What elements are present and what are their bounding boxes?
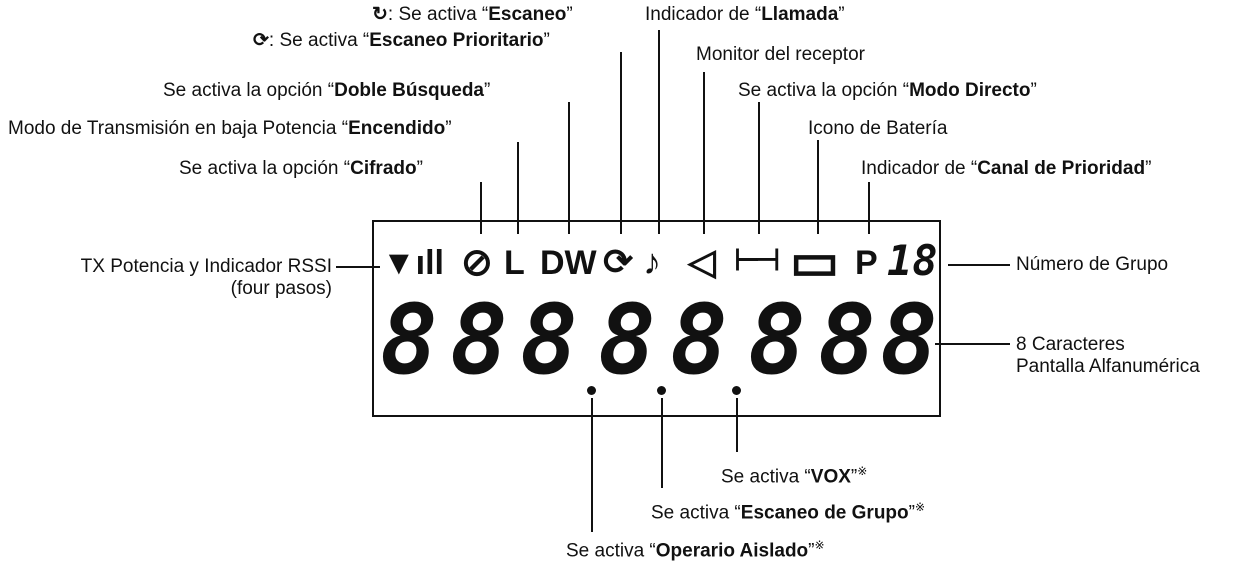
lone-worker-dot <box>587 386 596 395</box>
label-group-number: Número de Grupo <box>1016 254 1169 275</box>
label-call: Indicador de “Llamada” <box>645 4 845 25</box>
label-lone-worker: Se activa “Operario Aislado”※ <box>566 538 825 562</box>
label-direct-mode: Se activa la opción “Modo Directo” <box>738 80 1037 101</box>
label-low-power: Modo de Transmisión en baja Potencia “En… <box>8 118 452 139</box>
segment-char: 8 <box>818 284 876 396</box>
segment-char: 8 <box>670 284 728 396</box>
vox-dot <box>732 386 741 395</box>
scan-icon: ↻ <box>372 4 388 25</box>
label-vox: Se activa “VOX”※ <box>721 464 868 488</box>
label-scan: ↻: Se activa “Escaneo” <box>372 4 573 25</box>
lcd-display <box>372 220 941 417</box>
group-number-digits: 18 <box>887 236 938 285</box>
priority-scan-lcd-icon: ⟳ <box>603 241 634 282</box>
label-scrambler: Se activa la opción “Cifrado” <box>179 158 423 179</box>
direct-mode-icon: ⊢⊣ <box>734 244 780 277</box>
label-monitor: Monitor del receptor <box>696 44 865 65</box>
segment-char: 8 <box>450 284 508 396</box>
low-power-icon: L <box>504 244 525 282</box>
segment-char: 8 <box>880 284 938 396</box>
call-icon: ♪ <box>643 241 661 282</box>
segment-char: 8 <box>598 284 656 396</box>
monitor-icon: ◁ <box>688 241 716 282</box>
label-alnum-display: 8 Caracteres Pantalla Alfanumérica <box>1016 334 1200 377</box>
battery-icon: ▭ <box>790 233 840 291</box>
label-battery: Icono de Batería <box>808 118 948 139</box>
label-tx-rssi: TX Potencia y Indicador RSSI (four pasos… <box>80 256 332 299</box>
segment-char: 8 <box>380 284 438 396</box>
dual-watch-icon: DW <box>540 244 597 282</box>
group-scan-dot <box>657 386 666 395</box>
segment-char: 8 <box>520 284 578 396</box>
label-priority-channel: Indicador de “Canal de Prioridad” <box>861 158 1152 179</box>
segment-char: 8 <box>748 284 806 396</box>
label-priority-scan: ⟳: Se activa “Escaneo Prioritario” <box>253 30 550 51</box>
priority-channel-icon: P <box>855 244 878 282</box>
label-dual-watch: Se activa la opción “Doble Búsqueda” <box>163 80 491 101</box>
scrambler-icon: ⊘ <box>461 242 493 284</box>
signal-strength-icon: ▼ıll <box>382 244 444 282</box>
label-group-scan: Se activa “Escaneo de Grupo”※ <box>651 500 926 524</box>
priority-scan-icon: ⟳ <box>253 30 269 51</box>
